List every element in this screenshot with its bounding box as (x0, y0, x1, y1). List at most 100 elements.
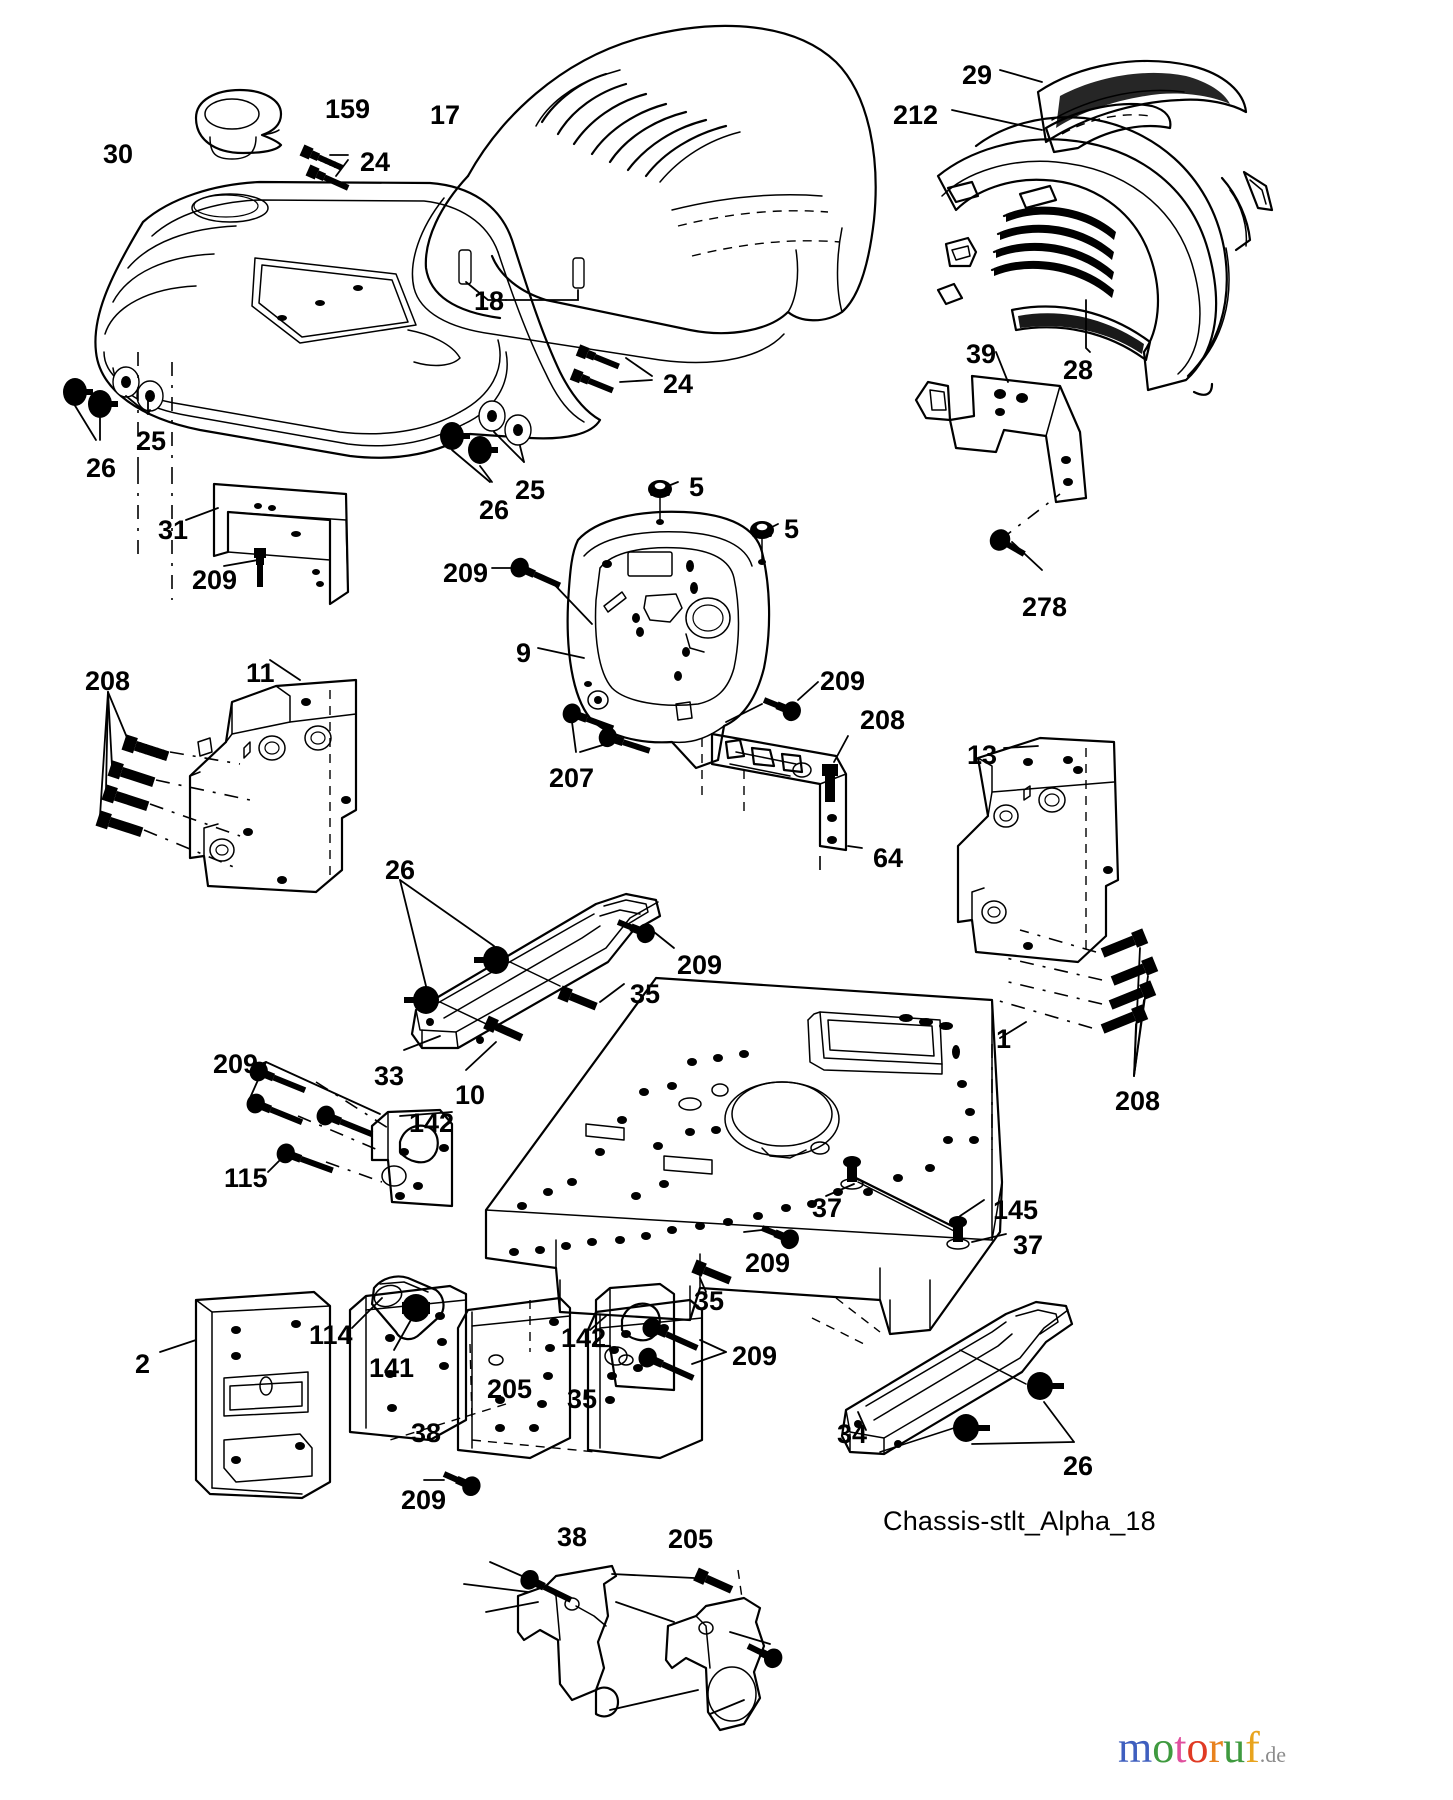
part-fuel-cap (194, 88, 283, 160)
part-hood-hinge-bracket (914, 351, 1088, 504)
callout-17: 17 (430, 100, 461, 130)
callout-26-footrest-right: 26 (1063, 1451, 1094, 1481)
part-lift-link-right (609, 1567, 783, 1732)
part-front-axle-support (159, 1290, 332, 1500)
logo-letter-o1: o (1152, 1723, 1175, 1772)
callout-208-right: 208 (1115, 1086, 1161, 1116)
callout-13: 13 (967, 740, 998, 770)
part-fender-panel-left (188, 659, 358, 894)
part-knob-5-lower (750, 521, 779, 565)
part-screws-chassis (691, 1225, 799, 1293)
part-knob-5-upper (648, 480, 679, 525)
part-screw-209-lift (442, 1471, 481, 1497)
callout-145: 145 (993, 1195, 1039, 1225)
callout-209-footrest: 209 (677, 950, 723, 980)
callout-30: 30 (103, 139, 134, 169)
logo-letter-r: r (1208, 1723, 1224, 1772)
callout-142-left: 142 (409, 1108, 455, 1138)
callout-29: 29 (962, 60, 993, 90)
part-footrest-left (399, 879, 675, 1071)
part-dash-panel (491, 480, 819, 770)
callout-37-upper: 37 (812, 1193, 843, 1223)
callout-31: 31 (158, 515, 189, 545)
part-bolt-set-left (95, 691, 251, 869)
callout-208-left: 208 (85, 666, 131, 696)
part-washer-locknut-left (63, 352, 173, 600)
callout-9: 9 (516, 638, 532, 668)
callout-25-left: 25 (136, 426, 167, 456)
callout-35-chassis: 35 (694, 1286, 725, 1316)
callout-1: 1 (996, 1024, 1012, 1054)
motoruf-watermark-logo: motoruf.de (1118, 1726, 1286, 1770)
logo-suffix-de: .de (1259, 1742, 1287, 1767)
part-chassis-frame (484, 976, 1027, 1336)
logo-letter-t: t (1174, 1723, 1187, 1772)
callout-205-right: 205 (668, 1524, 714, 1554)
callout-208-center: 208 (860, 705, 906, 735)
callout-209-bracket-left: 209 (213, 1049, 259, 1079)
callout-207: 207 (549, 763, 595, 793)
callout-25-right: 25 (515, 475, 546, 505)
callout-24-upper: 24 (360, 147, 391, 177)
part-grille-trim-upper (999, 59, 1248, 144)
callout-64: 64 (873, 843, 904, 873)
logo-letter-u: u (1223, 1723, 1246, 1772)
callout-26-right: 26 (479, 495, 510, 525)
part-hood (411, 24, 877, 364)
callout-5-lower: 5 (784, 514, 800, 544)
part-screw-24-upper (299, 144, 350, 191)
callout-205-left: 205 (487, 1374, 533, 1404)
logo-letter-f: f (1245, 1723, 1260, 1772)
callout-38-left: 38 (411, 1418, 442, 1448)
part-rod-145 (825, 1156, 1007, 1250)
callout-209-chassis: 209 (745, 1248, 791, 1278)
callout-159: 159 (325, 94, 371, 124)
part-footrest-right (811, 1297, 1075, 1456)
callout-114: 114 (309, 1320, 353, 1350)
callout-141: 141 (369, 1353, 415, 1383)
logo-letter-o2: o (1186, 1723, 1209, 1772)
callout-11: 11 (246, 658, 275, 688)
callout-209-lift: 209 (401, 1485, 447, 1515)
callout-33: 33 (374, 1061, 405, 1091)
part-switch-bracket (701, 732, 863, 870)
callout-38-right: 38 (557, 1522, 588, 1552)
callout-10: 10 (455, 1080, 486, 1110)
part-lift-link-left (463, 1561, 620, 1718)
callout-209-dash-left: 209 (443, 558, 489, 588)
part-washer-locknut-right (440, 400, 532, 483)
callout-18: 18 (474, 286, 505, 316)
callout-37-lower: 37 (1013, 1230, 1044, 1260)
part-center-plates (348, 1282, 727, 1460)
callout-35-footrest: 35 (630, 979, 661, 1009)
part-pedal-bracket-left (246, 1061, 454, 1208)
part-grille-clip (951, 103, 1172, 154)
callout-28: 28 (1063, 355, 1094, 385)
callout-115: 115 (224, 1163, 268, 1193)
part-bushing-114 (351, 1275, 445, 1351)
callout-34: 34 (837, 1419, 868, 1449)
part-dash-console (94, 180, 602, 459)
part-push-rivet (989, 493, 1061, 571)
callout-209-dash-right: 209 (820, 666, 866, 696)
callout-209-bracket: 209 (192, 565, 238, 595)
callout-24-lower: 24 (663, 369, 694, 399)
callout-212: 212 (893, 100, 939, 130)
diagram-caption: Chassis-stlt_Alpha_18 (883, 1506, 1156, 1536)
part-bolt-set-right (995, 928, 1159, 1077)
part-support-bracket (185, 482, 350, 606)
part-hood-bumper (458, 249, 585, 301)
callout-209-bracket-right: 209 (732, 1341, 778, 1371)
logo-letter-m: m (1118, 1723, 1153, 1772)
part-fender-panel-right (956, 736, 1120, 964)
part-grille-assembly (936, 116, 1274, 396)
callout-35-lift: 35 (567, 1384, 598, 1414)
callout-26-left: 26 (86, 453, 117, 483)
callout-2: 2 (135, 1349, 151, 1379)
callout-5-upper: 5 (689, 472, 705, 502)
callout-39: 39 (966, 339, 997, 369)
callout-278: 278 (1022, 592, 1068, 622)
callout-142-right: 142 (561, 1323, 607, 1353)
